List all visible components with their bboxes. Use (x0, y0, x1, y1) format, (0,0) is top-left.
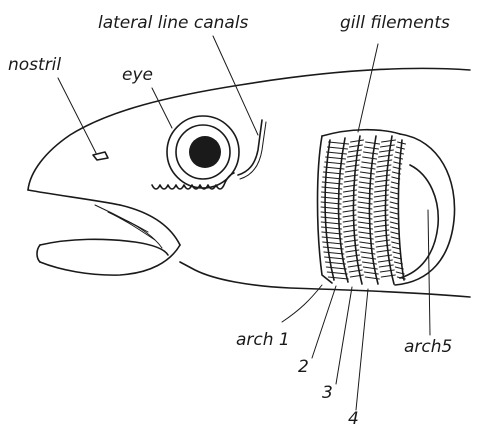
gill-filament-stroke (346, 165, 359, 167)
label-lateral-line-canals: lateral line canals (98, 13, 249, 33)
label-arch-3: 3 (322, 383, 333, 403)
gill-filament-stroke (323, 247, 343, 249)
gill-filament-stroke (345, 170, 358, 172)
gill-filament-stroke (329, 142, 349, 144)
label-arch-4: 4 (348, 409, 359, 429)
gill-filament-stroke (349, 270, 362, 272)
gill-filament-stroke (392, 247, 400, 249)
gill-filament-stroke (325, 257, 345, 259)
gill-filament-stroke (391, 187, 399, 189)
label-arch-2: 2 (298, 357, 309, 377)
gill-filament-stroke (324, 252, 344, 254)
label-arch-5: arch5 (404, 337, 452, 357)
label-arch-1: arch 1 (236, 330, 290, 350)
gill-filament-stroke (359, 182, 373, 184)
gill-filament-stroke (347, 255, 360, 257)
gill-filament-stroke (359, 187, 373, 189)
gill-filament-stroke (392, 242, 400, 244)
lower-jaw (37, 205, 168, 262)
gill-filament-stroke (327, 147, 347, 149)
gill-filament-stroke (376, 175, 390, 177)
gill-filament-stroke (391, 232, 399, 234)
gill-filament-stroke (326, 267, 346, 269)
gill-filament-stroke (351, 140, 364, 142)
gill-filament-stroke (379, 265, 393, 267)
gill-filament-stroke (344, 180, 357, 182)
gill-filament-stroke (378, 260, 392, 262)
gill-filaments-shape (321, 140, 406, 279)
gill-filament-stroke (390, 202, 398, 204)
gill-filament-stroke (348, 150, 361, 152)
gill-filament-stroke (325, 262, 345, 264)
gill-filament-stroke (390, 222, 398, 224)
gill-filament-stroke (380, 145, 394, 147)
gill-filament-stroke (382, 140, 396, 142)
gill-filament-stroke (360, 177, 374, 179)
gill-filament-stroke (361, 167, 375, 169)
gill-filament-stroke (390, 212, 398, 214)
gill-filament-stroke (375, 180, 389, 182)
gill-filament-stroke (328, 277, 348, 279)
gill-filament-stroke (327, 272, 347, 274)
label-nostril: nostril (8, 55, 61, 75)
gill-filament-stroke (378, 160, 392, 162)
gill-filament-stroke (395, 157, 403, 159)
nostril-shape (93, 152, 108, 160)
gill-filament-stroke (390, 207, 398, 209)
gill-filament-stroke (363, 152, 377, 154)
fish-head-outline (28, 68, 470, 297)
gill-filament-stroke (377, 165, 391, 167)
gill-filament-stroke (379, 155, 393, 157)
gill-filament-stroke (390, 217, 398, 219)
label-gill-filaments: gill filements (340, 13, 450, 33)
gill-filament-stroke (345, 245, 358, 247)
gill-filament-stroke (366, 142, 380, 144)
gill-filament-stroke (390, 227, 398, 229)
gill-filament-stroke (348, 265, 361, 267)
gill-filament-stroke (378, 255, 392, 257)
gill-filament-stroke (360, 172, 374, 174)
gill-filament-stroke (379, 150, 393, 152)
gill-filament-stroke (344, 190, 357, 192)
gill-filament-stroke (347, 160, 360, 162)
gill-filament-stroke (364, 147, 378, 149)
gill-filament-stroke (391, 237, 399, 239)
gill-filament-stroke (350, 275, 363, 277)
gill-filament-stroke (362, 162, 376, 164)
label-eye: eye (122, 65, 153, 85)
gill-filament-stroke (348, 155, 361, 157)
gill-filament-stroke (390, 197, 398, 199)
gill-filament-stroke (391, 192, 399, 194)
gill-filament-stroke (349, 145, 362, 147)
gill-filament-stroke (323, 242, 343, 244)
gill-filament-stroke (345, 175, 358, 177)
gill-filament-stroke (346, 250, 359, 252)
gill-filament-stroke (377, 250, 391, 252)
leader-lines (58, 36, 430, 410)
gill-filament-stroke (344, 185, 357, 187)
gill-filament-stroke (395, 152, 403, 154)
gill-filament-stroke (326, 152, 346, 154)
gill-filament-stroke (381, 275, 395, 277)
gill-filament-stroke (363, 157, 377, 159)
gill-filament-stroke (347, 260, 360, 262)
lateral-line-canal-shape (238, 120, 262, 175)
gill-filament-stroke (376, 170, 390, 172)
gill-filament-stroke (380, 270, 394, 272)
infraorbital-canal-shape (152, 173, 234, 189)
